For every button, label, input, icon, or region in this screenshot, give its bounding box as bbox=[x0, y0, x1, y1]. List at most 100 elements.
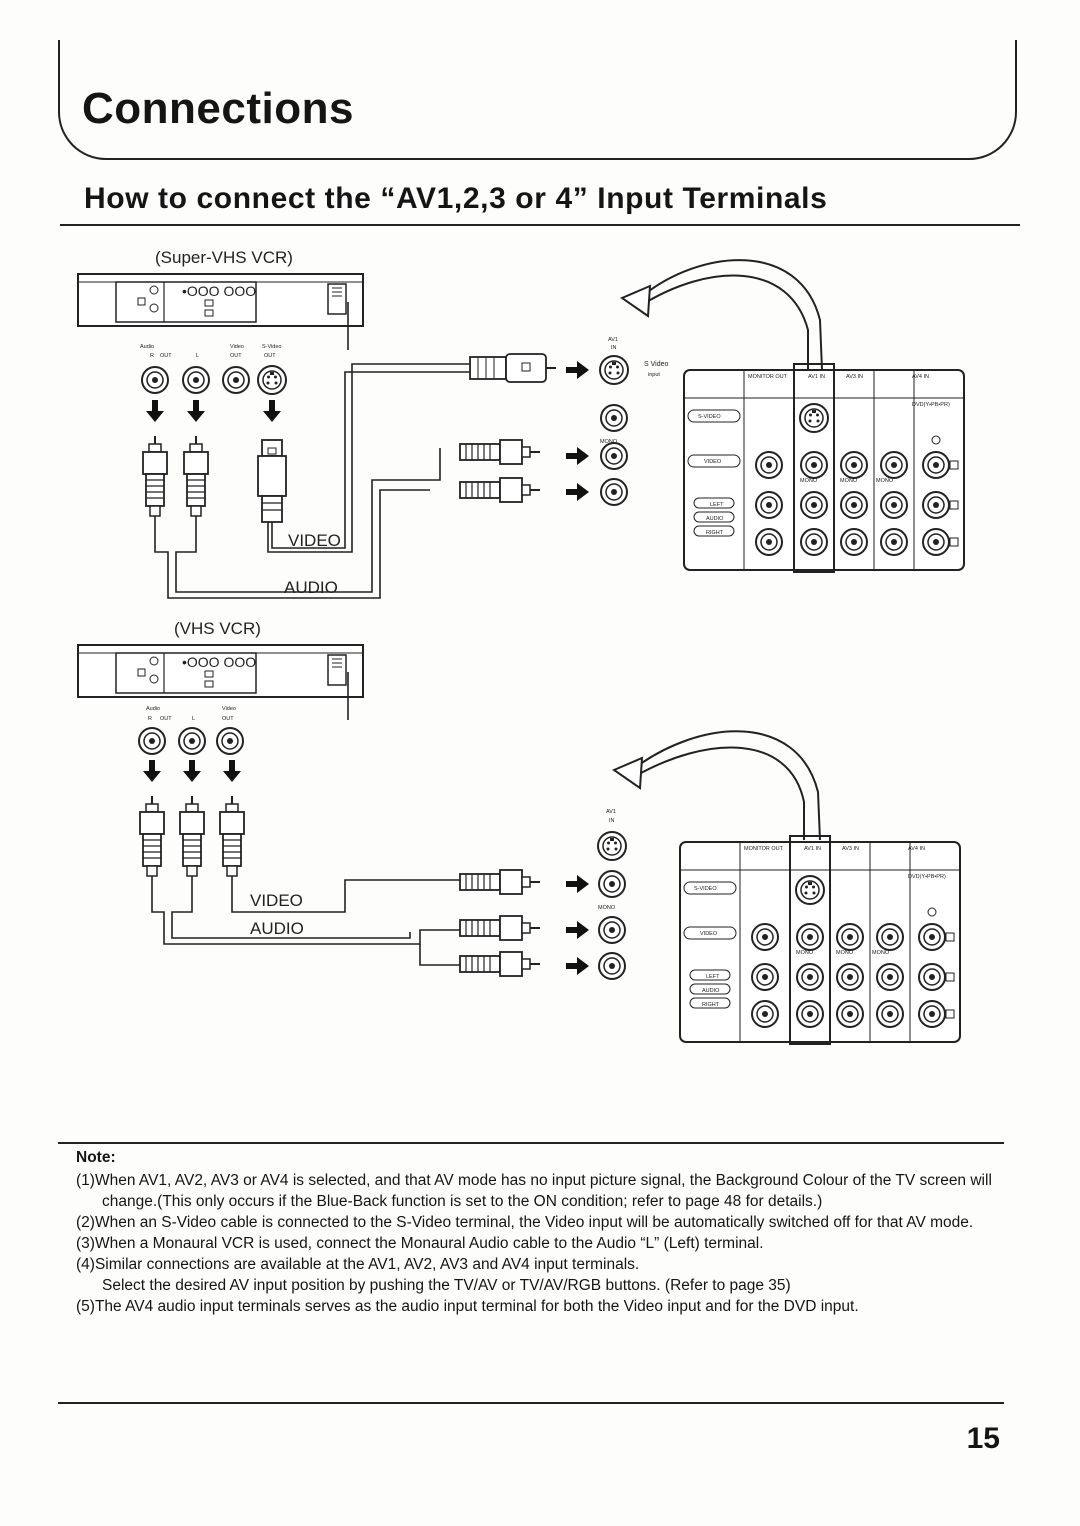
vhs-l-label: L bbox=[192, 716, 195, 722]
svhs-tv-av4-in: AV4 IN bbox=[912, 374, 929, 380]
vhs-audio-plug-l bbox=[459, 915, 541, 941]
vhs-tv-video-jack bbox=[598, 870, 626, 898]
svhs-audio-cable-label: AUDIO bbox=[284, 578, 338, 597]
vhs-tv-svideo-jack bbox=[597, 831, 627, 861]
svhs-video-cable-label: VIDEO bbox=[288, 531, 341, 550]
vhs-tv-mono-3: MONO bbox=[872, 950, 890, 956]
note-item-1: (1)When AV1, AV2, AV3 or AV4 is selected… bbox=[76, 1172, 992, 1210]
svhs-l-label: L bbox=[196, 353, 199, 359]
vhs-mono-label: MONO bbox=[598, 905, 616, 911]
page-number: 15 bbox=[966, 1422, 1000, 1455]
svhs-tv-mono-1: MONO bbox=[800, 478, 818, 484]
svhs-svideo-input-sub: input bbox=[648, 372, 660, 378]
svhs-cables bbox=[154, 302, 470, 599]
svhs-tv-dvd: DVD(Y•PB•PR) bbox=[912, 402, 950, 408]
vhs-video-plug bbox=[459, 869, 541, 895]
svhs-out-label: OUT bbox=[160, 353, 172, 359]
title-frame bbox=[58, 40, 1017, 160]
svhs-svideo-input-label: S Video bbox=[644, 361, 668, 368]
vhs-tv-monitor-out: MONITOR OUT bbox=[744, 846, 784, 852]
vhs-tv-av4-in: AV4 IN bbox=[908, 846, 925, 852]
vhs-tv-left: LEFT bbox=[706, 974, 720, 980]
svhs-output-jacks bbox=[141, 365, 287, 395]
vhs-vcr-device: •OOO OOO bbox=[77, 644, 364, 698]
note-item-5: (5)The AV4 audio input terminals serves … bbox=[76, 1298, 859, 1315]
section-subtitle: How to connect the “AV1,2,3 or 4” Input … bbox=[84, 182, 828, 215]
vhs-tv-mono-1: MONO bbox=[796, 950, 814, 956]
vhs-tv-video: VIDEO bbox=[700, 931, 718, 937]
vhs-audio-plug-r bbox=[459, 951, 541, 977]
note-item-4-detail: Select the desired AV input position by … bbox=[102, 1277, 791, 1294]
vhs-video-out-label: Video bbox=[222, 706, 236, 712]
svhs-tv-audio: AUDIO bbox=[706, 516, 724, 522]
svhs-vcr-device: •OOO OOO bbox=[77, 273, 364, 327]
note-heading: Note: bbox=[76, 1149, 116, 1166]
svhs-tv-svideo: S-VIDEO bbox=[698, 414, 721, 420]
vhs-tv-av1-in: AV1 IN bbox=[804, 846, 821, 852]
svhs-svideo-out-label: S-Video bbox=[262, 344, 281, 350]
note-item-4: (4)Similar connections are available at … bbox=[76, 1256, 640, 1273]
vhs-tv-right: RIGHT bbox=[702, 1002, 720, 1008]
page-title: Connections bbox=[82, 84, 354, 133]
vhs-tv-audio-l-jack bbox=[598, 916, 626, 944]
svhs-mono-label: MONO bbox=[600, 439, 618, 445]
svhs-tv-video: VIDEO bbox=[704, 459, 722, 465]
note-section: Note: (1)When AV1, AV2, AV3 or AV4 is se… bbox=[76, 1147, 1006, 1317]
svhs-tv-left: LEFT bbox=[710, 502, 724, 508]
note-bottom-rule bbox=[58, 1402, 1004, 1404]
vhs-vcr-display: •OOO OOO bbox=[182, 654, 256, 670]
vhs-pointer-arrow bbox=[611, 730, 821, 841]
vhs-tv-audio-r-jack bbox=[598, 952, 626, 980]
vhs-out-label: OUT bbox=[160, 716, 172, 722]
vhs-tv-svideo: S-VIDEO bbox=[694, 886, 717, 892]
subtitle-rule bbox=[60, 224, 1020, 226]
svhs-vcr-display: •OOO OOO bbox=[182, 283, 256, 299]
svhs-right-arrows bbox=[566, 361, 589, 501]
svhs-tv-video-jack bbox=[600, 404, 628, 432]
vhs-video-cable-label: VIDEO bbox=[250, 891, 303, 910]
svhs-audio-plug-l bbox=[459, 439, 541, 465]
svhs-r-label: R bbox=[150, 353, 154, 359]
vhs-in-label: IN bbox=[609, 818, 615, 824]
svhs-pointer-arrow bbox=[619, 259, 823, 371]
vhs-tv-av3-in: AV3 IN bbox=[842, 846, 859, 852]
svhs-tv-mono-3: MONO bbox=[876, 478, 894, 484]
svhs-audio-plug-r bbox=[459, 477, 541, 503]
svhs-tv-mono-2: MONO bbox=[840, 478, 858, 484]
svhs-tv-monitor-out: MONITOR OUT bbox=[748, 374, 788, 380]
note-top-rule bbox=[58, 1142, 1004, 1144]
svhs-tv-av3-in: AV3 IN bbox=[846, 374, 863, 380]
svhs-tv-right: RIGHT bbox=[706, 530, 724, 536]
svhs-video-out-label: Video bbox=[230, 344, 244, 350]
svhs-av1-label: AV1 bbox=[608, 337, 618, 343]
svhs-tv-audio-r-jack bbox=[600, 478, 628, 506]
vhs-tv-panel: MONITOR OUT AV1 IN AV3 IN AV4 IN DVD(Y•P… bbox=[680, 836, 960, 1044]
vhs-plugs bbox=[139, 795, 245, 877]
vhs-cables bbox=[151, 672, 480, 966]
vhs-tv-mono-2: MONO bbox=[836, 950, 854, 956]
svhs-vcr-label: (Super-VHS VCR) bbox=[155, 248, 293, 267]
vhs-audio-cable-label: AUDIO bbox=[250, 919, 304, 938]
vhs-output-jacks bbox=[138, 727, 244, 755]
svhs-in-label: IN bbox=[611, 345, 617, 351]
note-item-2: (2)When an S-Video cable is connected to… bbox=[76, 1214, 974, 1231]
svhs-plugs bbox=[142, 435, 287, 523]
svhs-audio-label: Audio bbox=[140, 344, 154, 350]
connection-diagram: (Super-VHS VCR) •OOO OOO Audio R OUT L V… bbox=[77, 248, 1080, 1120]
vhs-down-arrows bbox=[143, 760, 241, 782]
svhs-video-out-sub: OUT bbox=[230, 353, 242, 359]
vhs-right-arrows bbox=[566, 875, 589, 975]
vhs-vcr-label: (VHS VCR) bbox=[174, 619, 261, 638]
svhs-tv-svideo-jack bbox=[599, 355, 629, 385]
svhs-svideo-out-sub: OUT bbox=[264, 353, 276, 359]
svhs-down-arrows bbox=[146, 400, 281, 422]
vhs-audio-label: Audio bbox=[146, 706, 160, 712]
vhs-av1-label: AV1 bbox=[606, 809, 616, 815]
vhs-tv-dvd: DVD(Y•PB•PR) bbox=[908, 874, 946, 880]
note-item-3: (3)When a Monaural VCR is used, connect … bbox=[76, 1235, 764, 1252]
vhs-tv-audio: AUDIO bbox=[702, 988, 720, 994]
vhs-r-label: R bbox=[148, 716, 152, 722]
svhs-tv-panel: MONITOR OUT AV1 IN AV3 IN AV4 IN DVD(Y•P… bbox=[684, 364, 964, 572]
svhs-tv-av1-in: AV1 IN bbox=[808, 374, 825, 380]
vhs-video-out-sub: OUT bbox=[222, 716, 234, 722]
